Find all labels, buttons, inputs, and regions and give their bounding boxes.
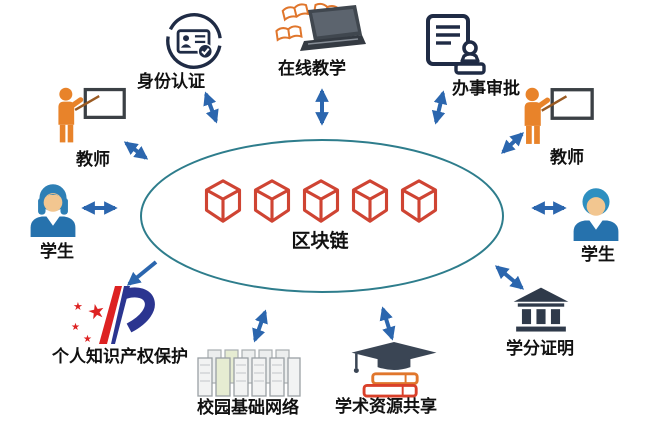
ip-logo-icon: ★ ★ ★ ★ (71, 286, 155, 345)
arrow-approval (431, 90, 448, 125)
identity-auth-node (164, 10, 224, 72)
cube-icon (400, 179, 438, 223)
server-racks-icon (197, 349, 301, 397)
student-bust-icon (573, 188, 619, 241)
credit-certificate-label: 学分证明 (506, 339, 574, 359)
svg-text:★: ★ (73, 300, 83, 313)
student-left-label: 学生 (40, 242, 74, 262)
graduation-cap-books-icon (351, 342, 437, 398)
teacher-left-label: 教师 (76, 150, 110, 170)
svg-text:★: ★ (83, 334, 92, 345)
blockchain-label: 区块链 (291, 230, 349, 252)
laptop-books-icon (275, 2, 366, 51)
bank-building-icon (513, 287, 569, 332)
identity-auth-label: 身份认证 (137, 72, 205, 92)
arrow-academic-sharing (379, 306, 396, 341)
cube-icon (351, 179, 389, 223)
credit-certificate-node (512, 287, 570, 333)
document-stamp-icon (426, 14, 486, 75)
campus-network-label: 校园基础网络 (197, 398, 299, 418)
teacher-whiteboard-icon (524, 87, 594, 144)
cube-icon (204, 179, 242, 223)
arrow-teacher-left (123, 141, 149, 160)
teacher-right-node (516, 84, 596, 162)
approval-node (422, 12, 488, 80)
arrow-ip-protection (126, 260, 158, 286)
cube-icon (302, 179, 340, 223)
student-bust-icon (30, 184, 76, 237)
ip-protection-label: 个人知识产权保护 (52, 347, 188, 367)
blockchain-cubes (201, 179, 443, 223)
cube-icon (253, 179, 291, 223)
arrow-teacher-right (501, 132, 524, 154)
arrow-identity-auth (203, 91, 219, 124)
approval-label: 办事审批 (452, 79, 520, 99)
student-left-node (25, 178, 81, 240)
svg-text:★: ★ (71, 322, 80, 333)
id-card-check-icon (166, 13, 222, 69)
arrow-credit-certificate (494, 265, 525, 290)
online-teaching-node (274, 2, 366, 60)
academic-sharing-node (348, 342, 440, 398)
academic-sharing-label: 学术资源共享 (335, 397, 437, 417)
ip-protection-node: ★ ★ ★ ★ (65, 284, 165, 346)
online-teaching-label: 在线教学 (278, 59, 346, 79)
svg-text:★: ★ (85, 298, 108, 325)
campus-network-node (196, 347, 302, 399)
arrow-campus-network (252, 309, 268, 343)
teacher-right-label: 教师 (550, 148, 584, 168)
teacher-left-node (50, 84, 128, 160)
teacher-whiteboard-icon (58, 87, 126, 143)
blockchain-ellipse (140, 139, 504, 293)
student-right-label: 学生 (581, 245, 615, 265)
student-right-node (568, 182, 624, 244)
